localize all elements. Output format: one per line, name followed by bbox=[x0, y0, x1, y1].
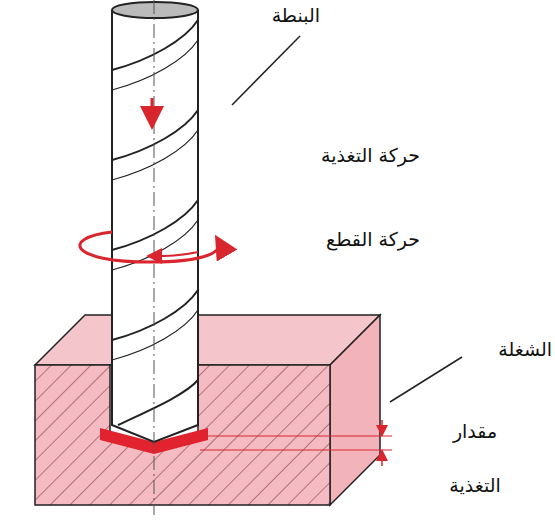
rotation-arrow bbox=[80, 232, 219, 262]
leader-line bbox=[232, 36, 300, 105]
dimension-line bbox=[200, 449, 392, 450]
rotation-arrow-front bbox=[150, 252, 198, 256]
workpiece-side bbox=[330, 315, 380, 505]
center-axis bbox=[154, 0, 155, 515]
motion-label: حركة التغذية bbox=[321, 144, 420, 167]
leader-line bbox=[390, 357, 462, 402]
part-label: البنطة bbox=[272, 4, 320, 27]
part-label: الشغلة bbox=[498, 338, 552, 361]
workpiece-top bbox=[35, 315, 380, 365]
dimension-label: مقدار التغذية bbox=[430, 404, 520, 512]
motion-label: حركة القطع bbox=[326, 228, 420, 251]
dimension-line bbox=[185, 435, 392, 436]
dimension-arrow bbox=[381, 420, 383, 434]
dimension-arrow bbox=[381, 452, 383, 466]
feed-arrow bbox=[151, 98, 154, 124]
drill-bit bbox=[112, 2, 198, 442]
